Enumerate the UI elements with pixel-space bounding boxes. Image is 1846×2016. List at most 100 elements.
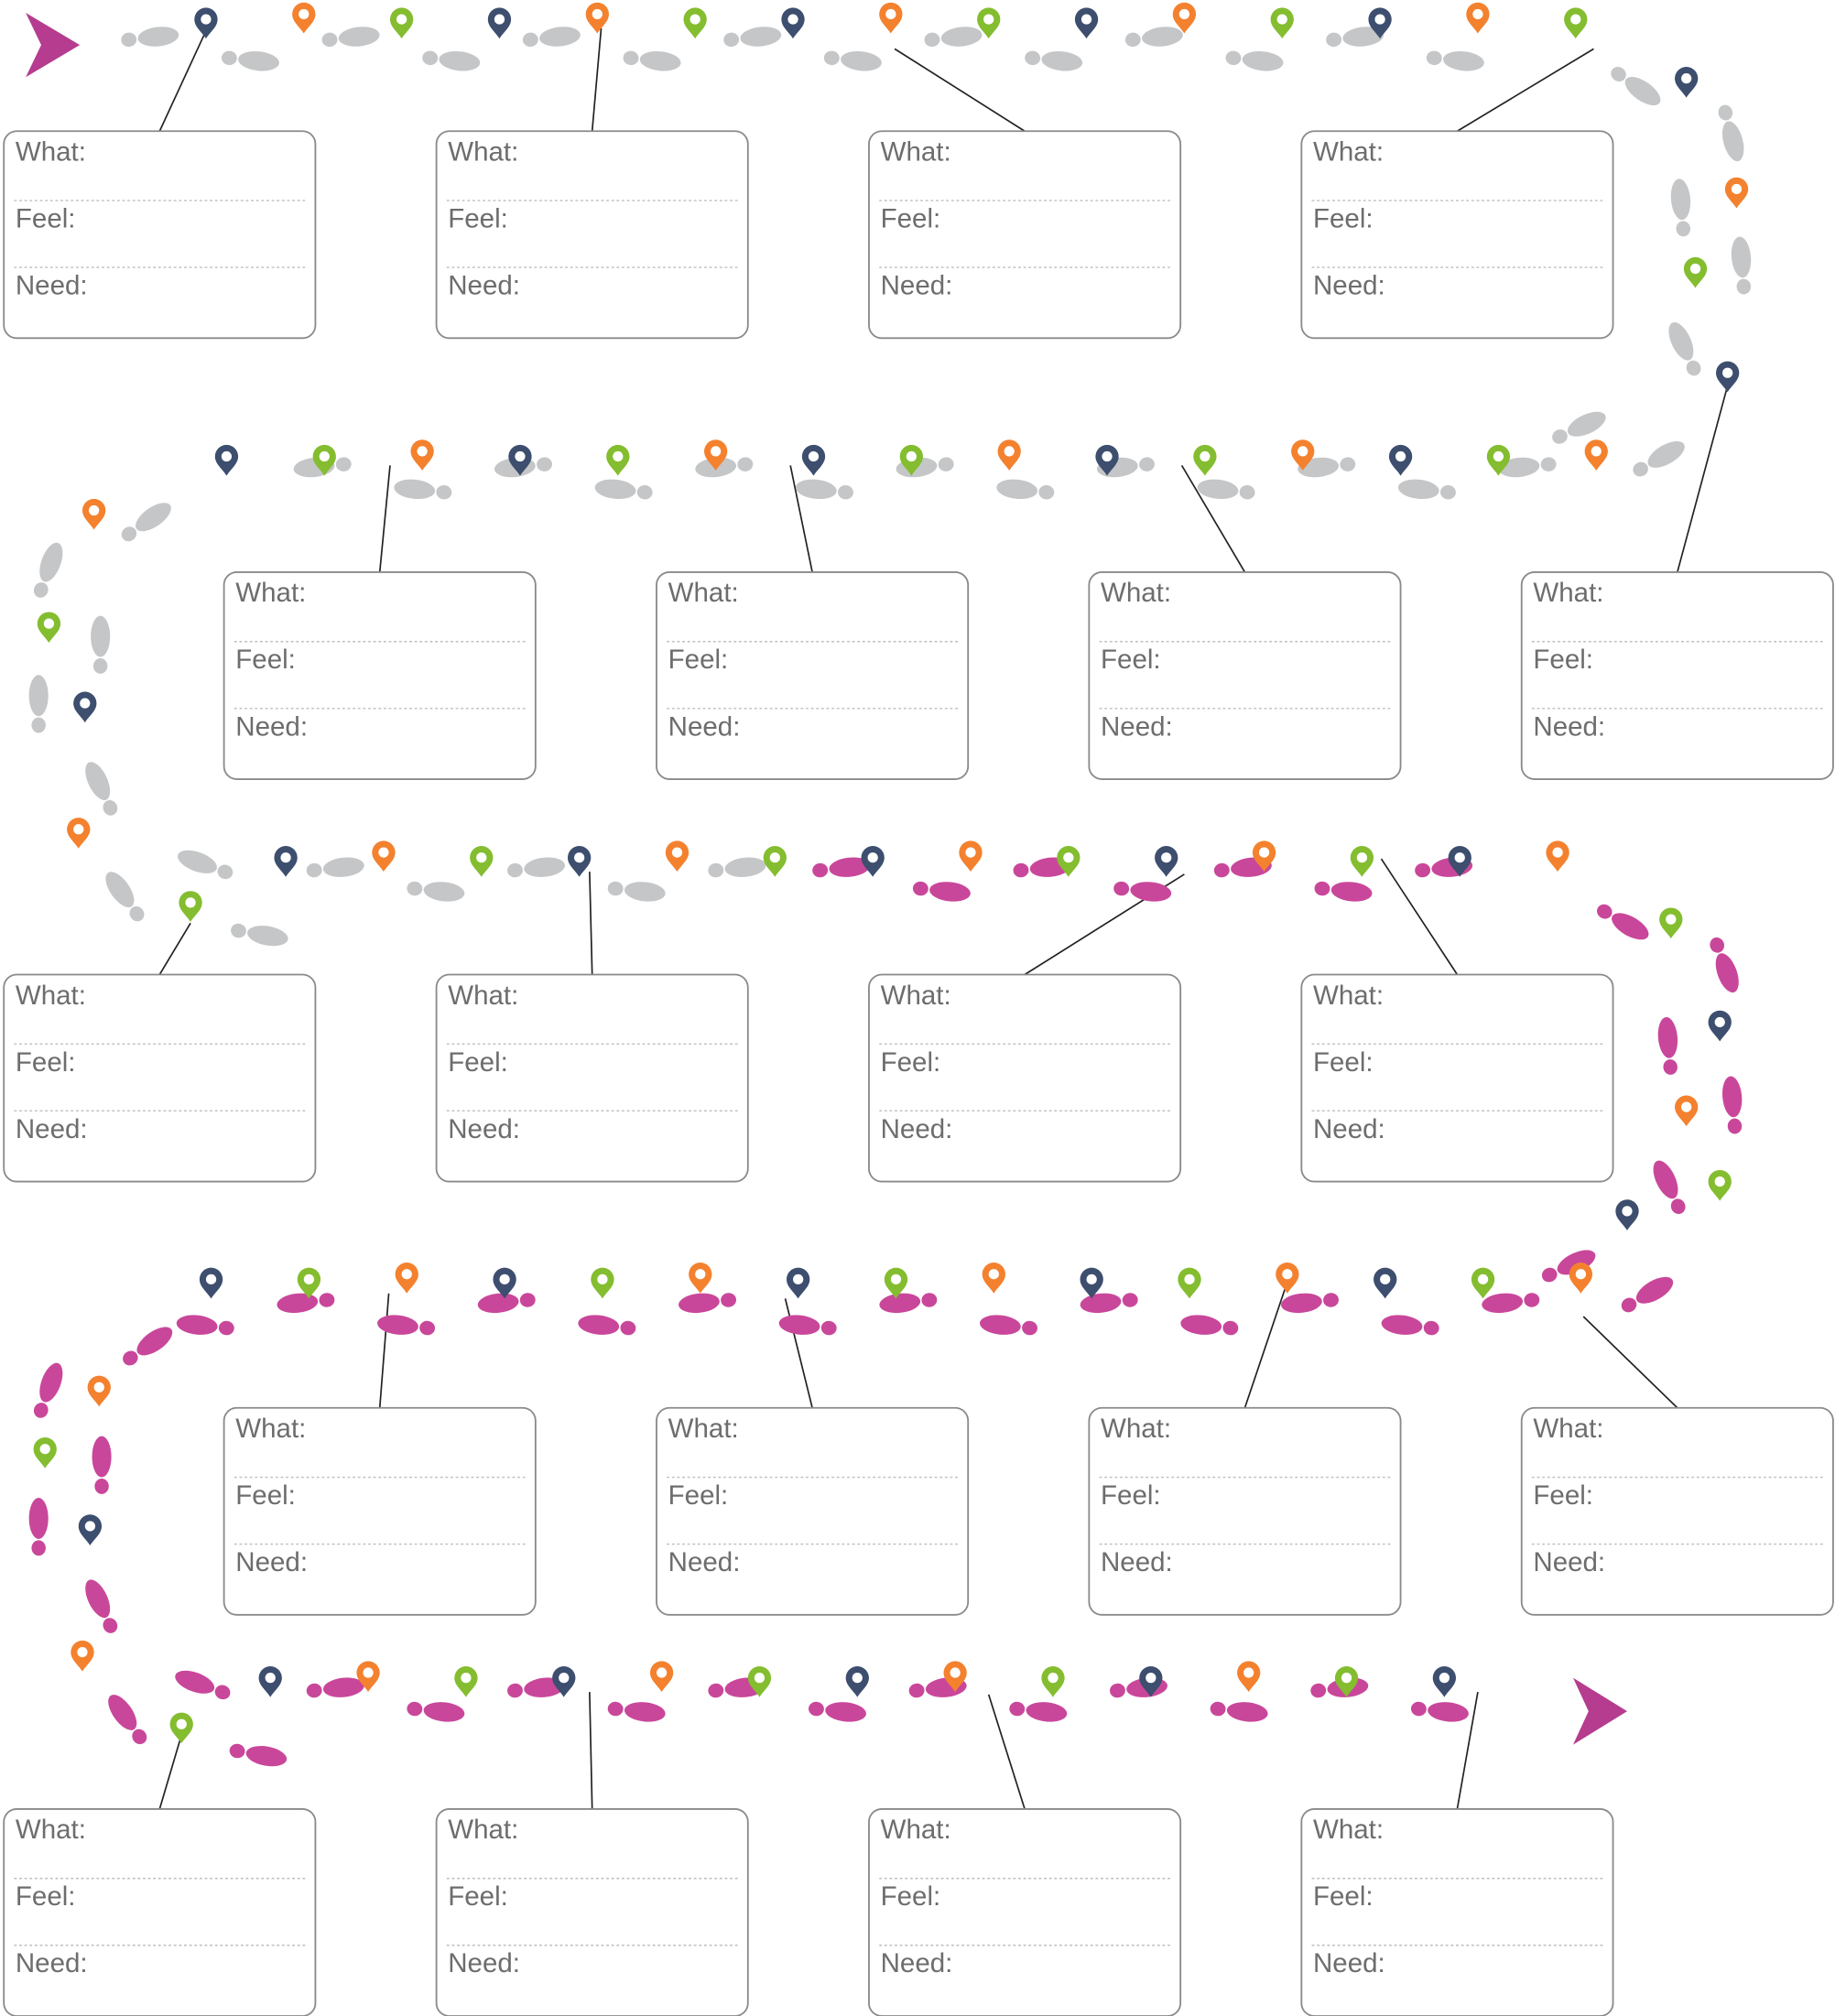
map-pin-icon [1389,445,1412,476]
footprint-icon [29,675,49,732]
stage-card: What:Feel:Need: [224,1408,536,1615]
card-need-label: Need: [235,711,308,742]
card-feel-label: Feel: [1533,645,1593,675]
footprint-icon [1705,935,1743,996]
stage-card: What:Feel:Need: [4,974,315,1181]
card-feel-label: Feel: [448,1047,508,1078]
footprint-icon [979,1313,1038,1339]
card-feel-label: Feel: [448,204,508,234]
card-need-label: Need: [881,1114,953,1144]
map-pin-icon [194,7,217,38]
map-pin-icon [846,1666,869,1697]
footprint-icon [1656,1016,1681,1076]
stage-card: What:Feel:Need: [869,1809,1180,2016]
map-pin-icon [666,840,689,872]
card-feel-label: Feel: [1101,1480,1161,1511]
footprint-icon [1381,1313,1440,1339]
map-pin-icon [71,1641,93,1672]
footprint-icon [522,25,581,50]
connector-line [159,1730,182,1809]
map-pin-icon [1155,846,1178,877]
map-pin-icon [1471,1268,1494,1299]
footprint-icon [118,1321,177,1371]
footprint-icon [678,1290,737,1316]
start-arrow-icon [26,13,80,77]
footprint-icon [176,1313,235,1339]
footprint-icon [321,25,381,50]
card-what-label: What: [1313,137,1384,168]
footprint-icon [1607,62,1666,112]
map-pin-icon [259,1666,282,1697]
footprint-icon [878,1290,938,1316]
footprint-icon [1426,48,1485,73]
map-pin-icon [1659,907,1682,938]
footprint-icon [81,758,123,818]
map-pin-icon [1684,257,1707,288]
map-pin-icon [1237,1661,1260,1692]
map-pin-icon [764,846,787,877]
card-feel-label: Feel: [668,645,729,675]
card-what-label: What: [16,981,86,1011]
card-need-label: Need: [881,271,953,301]
card-need-label: Need: [448,271,520,301]
stage-card: What:Feel:Need: [1301,131,1613,338]
footprint-icon [1730,236,1754,296]
card-what-label: What: [16,1815,86,1845]
card-what-label: What: [668,578,739,608]
footprint-icon [29,539,67,601]
footprint-icon [1714,103,1748,163]
connector-line [786,1298,813,1407]
card-feel-label: Feel: [1313,204,1374,234]
map-pin-icon [1569,1263,1592,1294]
map-pin-icon [73,692,96,723]
stage-card: What:Feel:Need: [4,131,315,338]
map-pin-icon [1709,1011,1732,1042]
map-pin-icon [1041,1666,1064,1697]
footprint-icon [1664,319,1706,379]
card-feel-label: Feel: [16,1881,76,1912]
connector-line [380,465,390,572]
connector-line [159,923,190,974]
map-pin-icon [488,7,511,38]
map-pin-icon [170,1713,193,1744]
footprint-icon [1648,1157,1690,1218]
card-what-label: What: [1533,578,1603,608]
end-arrow-icon [1573,1678,1627,1745]
stage-card: What:Feel:Need: [1301,974,1613,1181]
map-pin-icon [1276,1263,1298,1294]
map-pin-icon [998,439,1021,471]
stage-card: What:Feel:Need: [437,1809,748,2016]
card-need-label: Need: [1533,1547,1605,1577]
connector-line [1583,1317,1678,1408]
map-pin-icon [1725,178,1748,209]
footprint-icon [995,477,1055,503]
card-need-label: Need: [1313,1114,1385,1144]
footprint-icon [117,497,176,547]
map-pin-icon [470,846,493,877]
map-pin-icon [1615,1199,1638,1230]
footprint-icon [92,1436,112,1494]
connector-line [1244,1290,1285,1408]
card-need-label: Need: [235,1547,308,1577]
map-pin-icon [591,1268,614,1299]
card-need-label: Need: [448,1948,520,1978]
footprint-icon [823,48,883,73]
footprint-icon [91,616,110,674]
stage-card: What:Feel:Need: [224,572,536,779]
map-pin-icon [1271,7,1294,38]
footprint-icon [1113,878,1172,904]
stage-card: What:Feel:Need: [1522,1408,1833,1615]
footprint-icon [1721,1076,1745,1135]
card-what-label: What: [1533,1414,1603,1444]
card-what-label: What: [1313,1815,1384,1845]
footprint-icon [1024,48,1083,73]
footprint-icon [607,878,667,904]
connector-line [1678,385,1728,572]
footprint-icon [81,1576,123,1636]
card-need-label: Need: [1101,711,1173,742]
footprint-icon [406,878,465,904]
footprint-icon [29,1498,49,1555]
footprint-icon [1124,25,1184,50]
card-feel-label: Feel: [235,645,296,675]
card-need-label: Need: [1533,711,1605,742]
